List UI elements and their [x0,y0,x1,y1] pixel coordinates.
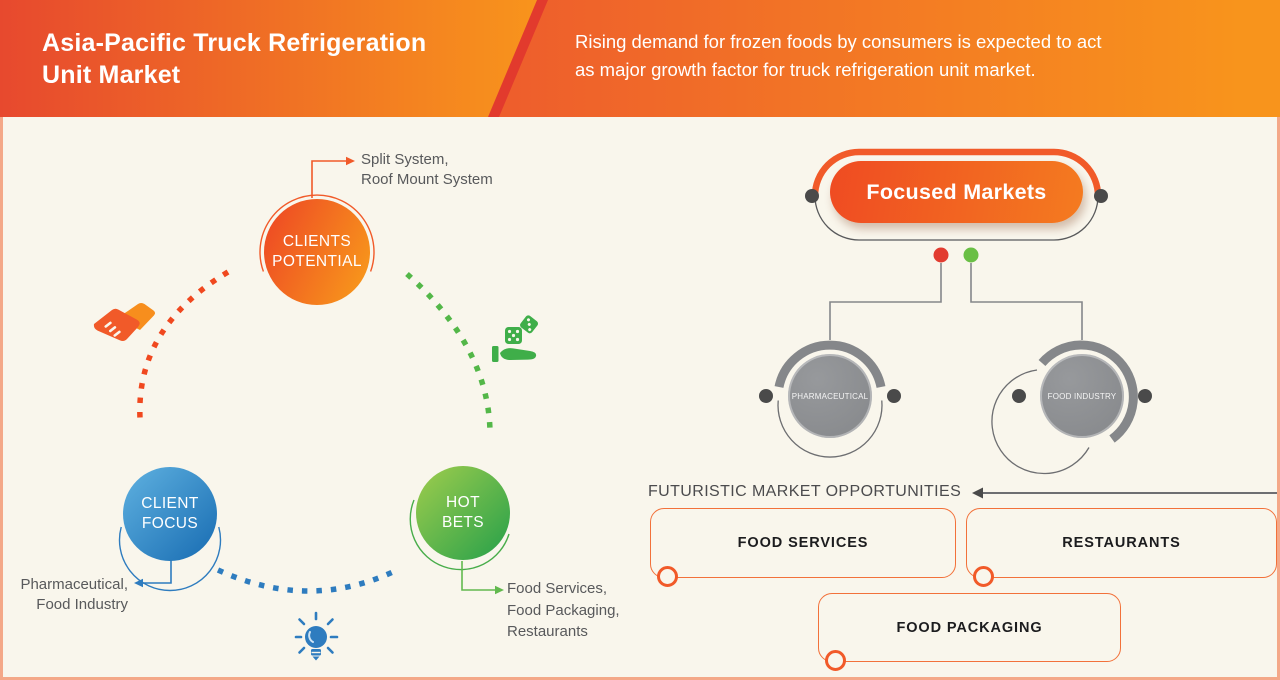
branch-node-pharmaceutical: PHARMACEUTICAL [788,354,872,438]
page-title-line1: Asia-Pacific Truck Refrigeration [42,29,427,57]
green-dot [963,247,979,263]
annotation-line: Roof Mount System [361,170,493,188]
page-title-line2: Unit Market [42,61,181,89]
opportunities-arrow [972,487,1277,499]
branch-node-food-industry: FOOD INDUSTRY [1040,354,1124,438]
header-subtitle-line2: as major growth factor for truck refrige… [575,58,1036,80]
annotation-line: Food Industry [36,595,128,613]
right-anchor-dot [1094,189,1108,203]
annotation-client-focus: Pharmaceutical, Food Industry [10,575,128,614]
node-label-line: FOCUS [141,515,199,532]
handshake-icon [93,303,156,342]
node-hot-bets: HOT BETS [416,466,510,560]
dice-in-hand-icon [492,315,539,362]
arrow-left-icon [972,487,983,499]
branch-connectors [829,247,1083,340]
node-label-line: CLIENTS [282,233,352,250]
header-left-panel [0,0,537,117]
annotation-line: Restaurants [507,623,588,640]
annotation-line: Split System, [361,151,449,168]
page-title: Asia-Pacific Truck Refrigeration Unit Ma… [42,27,426,91]
client-focus-connector [134,560,172,588]
box-food-services: FOOD SERVICES [650,508,956,578]
arrow-left-icon [134,578,143,588]
red-dot [933,247,949,263]
node-label-line: CLIENT [141,495,199,512]
annotation-line: Food Services, [507,580,608,597]
left-anchor-dot [805,189,819,203]
annotation-hot-bets: Food Services, Food Packaging, Restauran… [507,578,620,643]
cycle-arc-blue-dotted [216,567,399,594]
header-subtitle: Rising demand for frozen foods by consum… [575,28,1102,83]
hot-bets-connector [461,561,504,595]
lightbulb-icon [294,611,339,661]
box-restaurants: RESTAURANTS [966,508,1277,578]
opportunities-heading: FUTURISTIC MARKET OPPORTUNITIES [648,483,962,500]
node-clients-potential: CLIENTS POTENTIAL [264,199,370,305]
corner-ring-icon [973,566,994,587]
node-client-focus: CLIENT FOCUS [123,467,217,561]
box-food-packaging: FOOD PACKAGING [818,593,1121,662]
header-subtitle-line1: Rising demand for frozen foods by consum… [575,31,1102,52]
corner-ring-icon [825,650,846,671]
focused-markets-pill: Focused Markets [830,161,1083,223]
corner-ring-icon [657,566,678,587]
arrow-right-icon [346,156,355,166]
node-label-line: POTENTIAL [272,253,362,270]
clients-potential-connector [311,156,355,198]
node-label-line: HOT [446,494,480,511]
annotation-clients-potential: Split System, Roof Mount System [361,150,493,189]
cycle-arc-orange-dotted [137,269,230,419]
cycle-arc-green-dotted [405,271,493,432]
annotation-line: Food Packaging, [507,601,620,619]
annotation-line: Pharmaceutical, [20,576,128,593]
node-label-line: BETS [441,514,485,531]
arrow-right-icon [495,585,504,595]
header-banner: Asia-Pacific Truck Refrigeration Unit Ma… [0,0,1280,117]
